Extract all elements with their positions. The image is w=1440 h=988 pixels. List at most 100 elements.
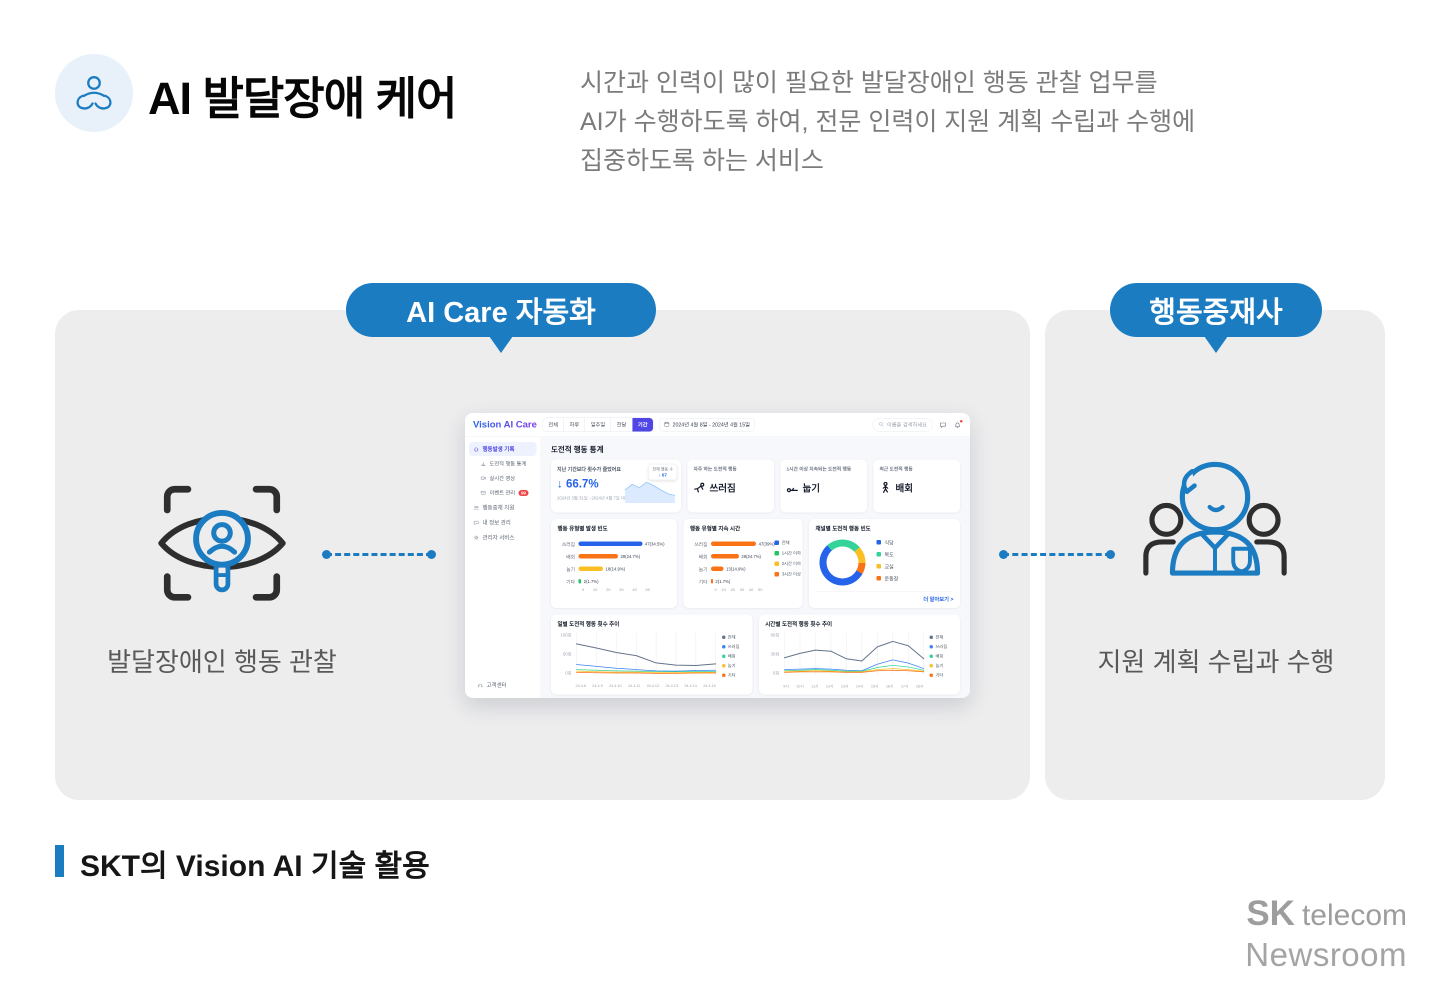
behavior-card-value: 눕기 bbox=[802, 483, 820, 495]
tab-전체[interactable]: 전체 bbox=[548, 422, 559, 428]
x-tick: 40 bbox=[748, 587, 754, 593]
legend-label: 전체 bbox=[727, 634, 736, 640]
legend-item: 2시간 이하 bbox=[774, 561, 807, 567]
legend-item: 기타 bbox=[721, 672, 746, 678]
date-range-value: 2024년 4월 8일 - 2024년 4월 15일 bbox=[672, 422, 750, 428]
legend-label: 눕기 bbox=[727, 663, 736, 668]
stat-title: 지난 기간보다 횟수가 줄었어요 bbox=[557, 467, 621, 473]
x-tick: 24.4.12 bbox=[646, 683, 660, 689]
care-icon bbox=[55, 54, 133, 132]
chart-title: 시간별 도전적 행동 횟수 추이 bbox=[765, 621, 833, 628]
see-more-link[interactable]: 더 알아보기 > bbox=[815, 591, 954, 603]
bar-row: 눕기 18(14.9%) bbox=[558, 563, 671, 576]
legend-item: 식당 bbox=[876, 539, 899, 546]
y-tick: 100회 bbox=[560, 632, 572, 638]
gear-icon bbox=[473, 535, 479, 540]
legend-item: 배회 bbox=[929, 653, 954, 659]
legend-label: 쓰러짐 bbox=[727, 644, 740, 649]
legend-swatch bbox=[876, 564, 881, 569]
bar-value: 18(14.9%) bbox=[605, 566, 626, 572]
behavior-card-title: 1시간 이상 지속되는 도전적 행동 bbox=[786, 466, 852, 473]
date-range-picker[interactable]: 2024년 4월 8일 - 2024년 4월 15일 bbox=[659, 418, 755, 432]
x-tick: 24.4.13 bbox=[665, 683, 678, 689]
description-line: AI가 수행하도록 하여, 전문 인력이 지원 계획 수립과 수행에 bbox=[580, 108, 1196, 136]
x-tick: 16시 bbox=[885, 684, 894, 689]
sidebar-item-label: 실시간 영상 bbox=[489, 475, 516, 482]
legend-label: 쓰러짐 bbox=[935, 644, 948, 649]
bubble-pointer bbox=[489, 336, 513, 353]
donut bbox=[819, 539, 866, 586]
legend-label: 기타 bbox=[935, 672, 944, 678]
x-tick: 9시 bbox=[783, 684, 789, 689]
tooltip-value: ↓ 67 bbox=[658, 472, 667, 478]
bar-label: 쓰러짐 bbox=[561, 541, 575, 548]
notifications-button[interactable] bbox=[953, 418, 964, 429]
bar-value: 29(24.7%) bbox=[741, 553, 761, 559]
x-tick: 10 bbox=[592, 587, 598, 593]
x-tick: 10 bbox=[721, 587, 726, 593]
sidebar-item-행동발생 기록[interactable]: 행동발생 기록 bbox=[469, 442, 537, 456]
sidebar-item-행동중재 지원[interactable]: 행동중재 지원 bbox=[469, 501, 537, 515]
eye-scan-icon bbox=[158, 485, 286, 601]
description-line: 시간과 인력이 많이 필요한 발달장애인 행동 관찰 업무를 bbox=[580, 69, 1158, 97]
behavior-card-value: 배회 bbox=[895, 483, 913, 495]
dashboard-heading: 도전적 행동 통계 bbox=[551, 445, 604, 455]
sidebar-item-고객센터[interactable]: 고객센터 bbox=[473, 678, 533, 692]
sidebar-item-실시간 영상[interactable]: 실시간 영상 bbox=[476, 472, 537, 486]
description-line: 집중하도록 하는 서비스 bbox=[580, 147, 824, 175]
sidebar-item-label: 관리자 서비스 bbox=[482, 535, 515, 541]
sidebar-item-이벤트 관리[interactable]: 이벤트 관리99 bbox=[476, 486, 537, 500]
sidebar-item-내 정보 관리[interactable]: 내 정보 관리 bbox=[469, 516, 537, 530]
legend-item: 3시간 이상 bbox=[774, 571, 807, 577]
home-icon bbox=[474, 446, 479, 452]
sidebar-item-label: 이벤트 관리 bbox=[489, 490, 516, 496]
legend-label: 전체 bbox=[935, 634, 944, 640]
tab-하루[interactable]: 하루 bbox=[563, 418, 585, 432]
legend-label: 눕기 bbox=[935, 663, 944, 668]
x-tick: 0 bbox=[714, 587, 717, 593]
search-input[interactable]: 이름을 검색하세요 bbox=[872, 418, 933, 432]
bar-label: 배회 bbox=[698, 554, 708, 560]
bar-label: 눕기 bbox=[698, 566, 708, 573]
brand-telecom: telecom bbox=[1301, 899, 1407, 932]
x-tick: 13시 bbox=[840, 684, 849, 689]
bar-label: 눕기 bbox=[566, 566, 575, 573]
line-plot bbox=[575, 632, 718, 682]
sidebar-item-label: 행동중재 지원 bbox=[482, 505, 515, 511]
page-description: 시간과 인력이 많이 필요한 발달장애인 행동 관찰 업무를 AI가 수행하도록… bbox=[580, 64, 1195, 181]
tab-일주일[interactable]: 일주일 bbox=[584, 418, 611, 432]
sidebar-item-label: 고객센터 bbox=[486, 682, 507, 689]
tab-한달[interactable]: 한달 bbox=[610, 418, 632, 432]
chart-title: 행동 유형별 발생 빈도 bbox=[557, 526, 608, 532]
dashboard-logo: Vision AI Care bbox=[473, 419, 537, 430]
sidebar-item-관리자 서비스[interactable]: 관리자 서비스 bbox=[469, 531, 537, 545]
sidebar-item-label: 행동발생 기록 bbox=[482, 446, 515, 453]
chat-button[interactable] bbox=[939, 420, 948, 429]
x-tick: 17시 bbox=[900, 684, 909, 689]
legend-item: 1시간 이하 bbox=[774, 550, 807, 556]
sidebar-item-도전적 행동 통계[interactable]: 도전적 행동 통계 bbox=[476, 457, 537, 471]
bar-row: 배회 29(24.7%) bbox=[690, 550, 775, 563]
line-plot bbox=[782, 632, 925, 682]
legend-item: 배회 bbox=[721, 653, 746, 659]
x-tick: 20 bbox=[730, 587, 736, 593]
legend-item: 전체 bbox=[929, 634, 954, 640]
tab-기간[interactable]: 기간 bbox=[631, 418, 654, 432]
legend-item: 운동장 bbox=[876, 575, 898, 582]
x-tick: 24.4.10 bbox=[609, 683, 622, 689]
bubble-pointer bbox=[1204, 336, 1228, 353]
